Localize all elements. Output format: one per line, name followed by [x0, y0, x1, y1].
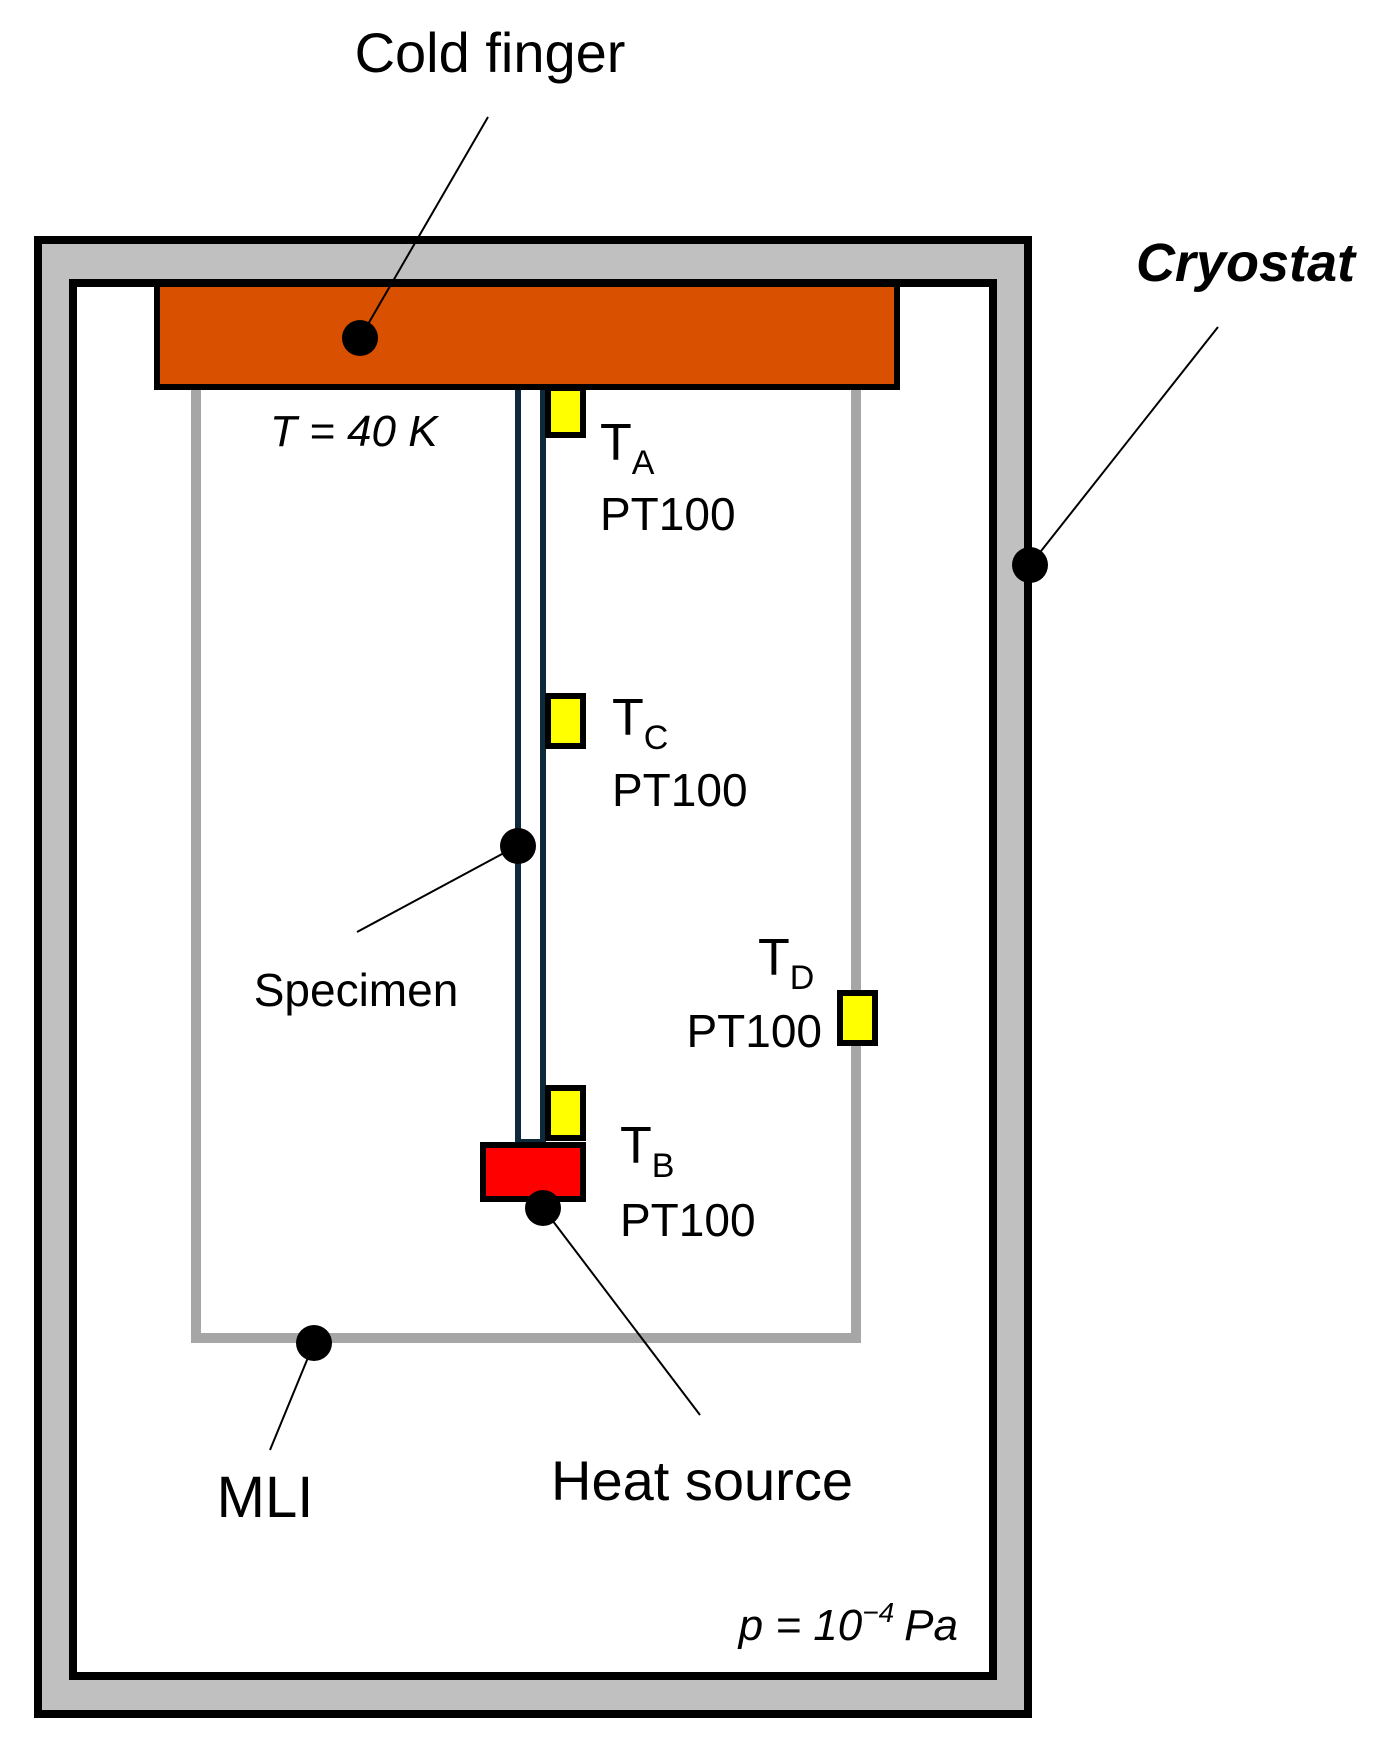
- cryostat-dot: [1012, 547, 1048, 583]
- sensor-tb-symbol: TB: [620, 1117, 674, 1185]
- cold-finger-block: [154, 281, 900, 390]
- cryostat-label: Cryostat: [1136, 233, 1357, 293]
- specimen-rod: [515, 382, 546, 1145]
- mli-dot: [296, 1325, 332, 1361]
- specimen-label: Specimen: [254, 964, 459, 1016]
- specimen-dot: [500, 828, 536, 864]
- cold-finger-temperature: T = 40 K: [270, 407, 439, 456]
- sensor-td: [837, 990, 878, 1046]
- heat-source-block: [480, 1142, 586, 1202]
- sensor-tb: [545, 1085, 586, 1141]
- sensor-td-symbol: TD: [758, 929, 814, 997]
- sensor-tc: [545, 693, 586, 749]
- heat-source-label: Heat source: [551, 1449, 853, 1512]
- leader-lines: [269, 116, 1219, 1451]
- sensor-ta: [545, 385, 586, 438]
- cold-finger-dot: [342, 320, 378, 356]
- mli-label: MLI: [217, 1465, 314, 1530]
- sensor-tc-type: PT100: [612, 764, 748, 816]
- mli-shield: [191, 388, 861, 1343]
- sensor-td-type: PT100: [686, 1005, 822, 1057]
- pointer-dots: [296, 320, 1048, 1361]
- sensor-ta-type: PT100: [600, 488, 736, 540]
- cold-finger-label: Cold finger: [355, 21, 626, 84]
- sensor-ta-symbol: TA: [600, 414, 655, 482]
- sensor-tb-type: PT100: [620, 1194, 756, 1246]
- heat-source-dot: [525, 1190, 561, 1226]
- sensor-tc-symbol: TC: [612, 689, 668, 757]
